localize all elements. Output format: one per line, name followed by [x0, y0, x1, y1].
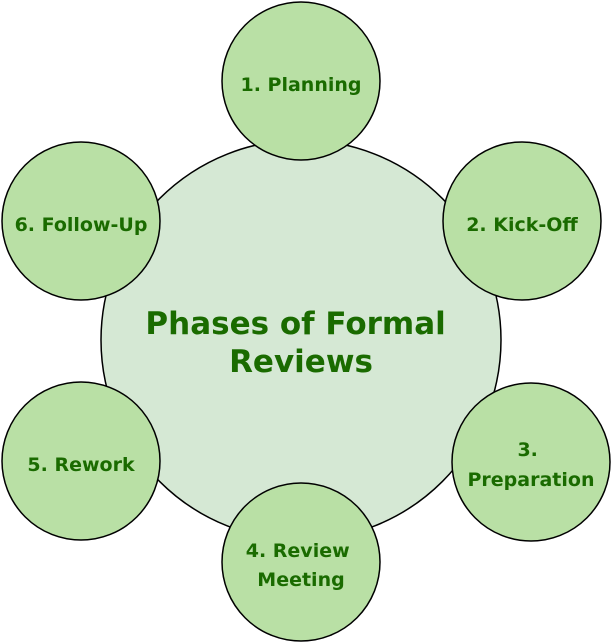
- phase-node-rework: 5. Rework: [1, 381, 161, 541]
- phase-label-review-meeting-line-2: Meeting: [257, 569, 344, 591]
- center-node: Phases of Formal Reviews: [100, 139, 502, 541]
- phase-label-kick-off-line-1: 2. Kick-Off: [466, 214, 578, 236]
- center-title-line-1: Phases of Formal: [145, 306, 445, 342]
- phase-circle-preparation: [451, 382, 611, 542]
- phase-circle-rework: [1, 381, 161, 541]
- phase-circle-review-meeting: [221, 482, 381, 642]
- phase-label-preparation-line-1: 3.: [517, 439, 537, 461]
- phase-node-kick-off: 2. Kick-Off: [442, 141, 602, 301]
- center-title: Phases of Formal Reviews: [145, 306, 456, 380]
- phase-label-follow-up-line-1: 6. Follow-Up: [15, 214, 148, 236]
- phase-label-review-meeting-line-1: 4. Review: [246, 540, 350, 562]
- phase-node-preparation: 3. Preparation: [451, 382, 611, 542]
- phase-node-follow-up: 6. Follow-Up: [1, 141, 161, 301]
- phase-label-review-meeting: 4. Review Meeting: [246, 540, 357, 591]
- phase-circle-kick-off: [442, 141, 602, 301]
- phase-label-rework: 5. Rework: [27, 454, 135, 476]
- phase-label-preparation-line-2: Preparation: [468, 469, 595, 491]
- phase-label-planning-line-1: 1. Planning: [240, 74, 361, 96]
- phase-label-follow-up: 6. Follow-Up: [15, 214, 148, 236]
- phase-node-planning: 1. Planning: [221, 1, 381, 161]
- phase-circle-follow-up: [1, 141, 161, 301]
- phase-label-rework-line-1: 5. Rework: [27, 454, 135, 476]
- phase-circle-planning: [221, 1, 381, 161]
- phase-label-planning: 1. Planning: [240, 74, 361, 96]
- center-title-line-2: Reviews: [229, 344, 373, 380]
- phase-label-preparation: 3. Preparation: [468, 439, 595, 491]
- phase-node-review-meeting: 4. Review Meeting: [221, 482, 381, 642]
- phase-label-kick-off: 2. Kick-Off: [466, 214, 578, 236]
